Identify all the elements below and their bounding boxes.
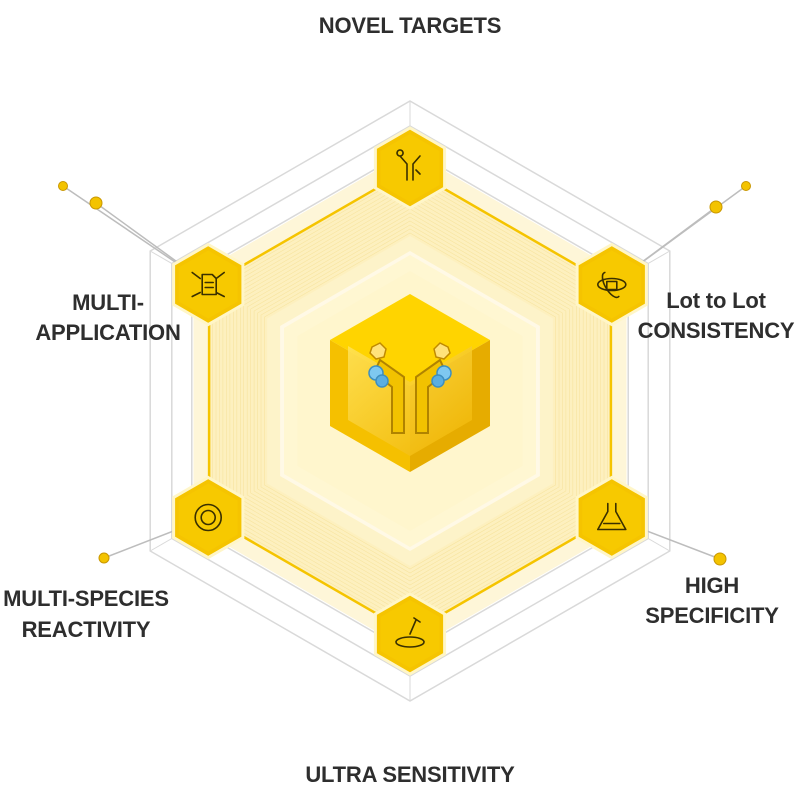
feature-label-line: NOVEL TARGETS: [319, 13, 501, 38]
feature-hexagon-inner: [178, 483, 238, 552]
feature-hexagon-inner: [380, 134, 440, 202]
feature-node-multi-species-reactivity: [98, 475, 245, 564]
feature-label-line: ULTRA SENSITIVITY: [305, 762, 515, 787]
feature-label-novel-targets: NOVEL TARGETS: [319, 13, 501, 38]
feature-label-line: APPLICATION: [35, 320, 180, 345]
pipette-dish-icon: [395, 617, 425, 648]
flask-icon: [596, 502, 627, 531]
feature-hexagon-inner: [582, 483, 642, 552]
feature-label-line: MULTI-: [72, 290, 144, 315]
feature-label-line: SPECIFICITY: [645, 603, 779, 628]
connector-dot: [741, 181, 751, 191]
feature-hexagon-inner: [178, 250, 238, 319]
feature-label-line: CONSISTENCY: [638, 318, 795, 343]
feature-node-novel-targets: [373, 126, 447, 210]
atom-database-icon: [596, 271, 627, 299]
feature-label-multi-species-reactivity: MULTI-SPECIES REACTIVITY: [3, 586, 169, 642]
ring-texture-line: [260, 228, 560, 574]
connector-dot: [58, 181, 68, 191]
feature-label-multi-application: MULTI- APPLICATION: [35, 290, 180, 345]
feature-label-line: HIGH: [685, 573, 739, 598]
feature-label-high-specificity: HIGH SPECIFICITY: [645, 573, 779, 628]
feature-label-line: REACTIVITY: [22, 617, 151, 642]
antibody-target-icon: [396, 149, 421, 181]
connector-dot: [98, 552, 110, 564]
cell-target-icon: [194, 503, 222, 532]
ring-texture-line: [250, 216, 570, 586]
feature-label-ultra-sensitivity: ULTRA SENSITIVITY: [305, 762, 515, 787]
feature-node-ultra-sensitivity: [373, 592, 447, 676]
connector-dot: [713, 552, 727, 566]
ring-texture-line: [253, 220, 567, 582]
feature-nodes: [58, 126, 751, 676]
feature-node-high-specificity: [575, 475, 727, 566]
ring-texture-line: [264, 232, 556, 570]
feature-node-lot-to-lot-consistency: [575, 181, 751, 327]
feature-label-line: MULTI-SPECIES: [3, 586, 169, 611]
ring-texture-line: [246, 212, 574, 590]
feature-label-line: Lot to Lot: [666, 288, 766, 313]
feature-hexagon-inner: [582, 250, 642, 319]
document-network-icon: [191, 271, 225, 298]
center-antibody-cube: [284, 255, 536, 547]
connector-dot: [709, 200, 723, 214]
feature-node-multi-application: [58, 181, 245, 327]
ring-texture-line: [257, 224, 563, 578]
antibody-icon: [368, 342, 452, 434]
connector-dot: [89, 196, 103, 210]
